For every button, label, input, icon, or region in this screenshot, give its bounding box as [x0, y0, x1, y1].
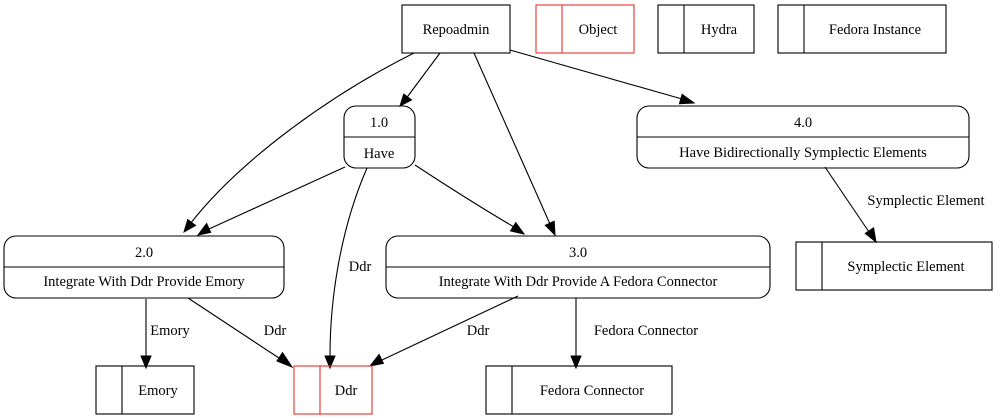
- arrowhead: [196, 222, 212, 236]
- store-fedora-connector-label: Fedora Connector: [540, 383, 644, 399]
- edge-p3-to-ddr: [381, 295, 519, 361]
- store-ddr: Ddr: [293, 365, 373, 415]
- arrowhead: [368, 353, 385, 367]
- process-2-label: Integrate With Ddr Provide Emory: [43, 274, 245, 290]
- edge-p2-to-ddr: [187, 297, 283, 361]
- edge-label-p1-ddr: Ddr: [349, 259, 372, 275]
- arrowhead: [509, 221, 526, 235]
- process-2: 2.0 Integrate With Ddr Provide Emory: [3, 235, 285, 299]
- store-symplectic-element: Symplectic Element: [795, 241, 993, 291]
- legend-fedora-instance: Fedora Instance: [777, 4, 947, 54]
- arrowhead: [324, 355, 336, 370]
- process-4-id: 4.0: [794, 115, 812, 131]
- store-ddr-label: Ddr: [335, 383, 358, 399]
- store-emory: Emory: [95, 365, 195, 415]
- store-symplectic-element-label: Symplectic Element: [847, 259, 964, 275]
- store-emory-label: Emory: [138, 383, 178, 399]
- edge-label-p2-ddr: Ddr: [264, 323, 287, 339]
- legend-hydra: Hydra: [657, 4, 755, 54]
- legend-fedora-instance-label: Fedora Instance: [829, 22, 921, 38]
- store-fedora-connector: Fedora Connector: [485, 365, 673, 415]
- arrowhead: [276, 351, 294, 369]
- process-1: 1.0 Have: [343, 105, 416, 169]
- edge-p4-to-symplectic-element: [824, 166, 870, 233]
- process-2-id: 2.0: [135, 245, 153, 261]
- edge-repoadmin-to-p3: [473, 52, 551, 225]
- arrowhead: [140, 355, 152, 370]
- edge-repoadmin-to-p4: [509, 49, 683, 100]
- process-3-label: Integrate With Ddr Provide A Fedora Conn…: [439, 274, 718, 290]
- arrowhead: [544, 220, 556, 237]
- edge-label-p3-fedora-connector: Fedora Connector: [594, 323, 698, 339]
- edge-p1-to-p3: [414, 164, 515, 228]
- legend-hydra-label: Hydra: [701, 22, 738, 38]
- entity-repoadmin: Repoadmin: [401, 4, 511, 54]
- edge-repoadmin-to-p1: [404, 52, 441, 101]
- process-4: 4.0 Have Bidirectionally Symplectic Elem…: [636, 105, 970, 169]
- edge-repoadmin-to-p2: [189, 52, 415, 225]
- process-3: 3.0 Integrate With Ddr Provide A Fedora …: [385, 235, 771, 299]
- edge-labels: Ddr Emory Ddr Ddr Fedora Connector Sympl…: [150, 193, 984, 339]
- edge-p1-to-p2: [208, 166, 346, 230]
- arrowhead: [399, 93, 413, 108]
- process-1-id: 1.0: [370, 115, 388, 131]
- arrowhead: [678, 93, 696, 105]
- legend-object-label: Object: [579, 22, 618, 38]
- edges: [140, 49, 877, 370]
- arrowhead: [570, 355, 582, 370]
- edge-label-p4-symplectic-element: Symplectic Element: [867, 193, 984, 209]
- process-4-label: Have Bidirectionally Symplectic Elements: [679, 145, 927, 161]
- legend-object: Object: [535, 4, 635, 54]
- entity-repoadmin-label: Repoadmin: [423, 22, 491, 38]
- process-3-id: 3.0: [569, 245, 587, 261]
- edge-label-p2-emory: Emory: [150, 323, 190, 339]
- arrowhead: [183, 218, 197, 234]
- edge-label-p3-ddr: Ddr: [467, 323, 490, 339]
- process-1-label: Have: [364, 146, 395, 162]
- arrowhead: [864, 226, 877, 244]
- edge-p1-to-ddr: [329, 167, 368, 357]
